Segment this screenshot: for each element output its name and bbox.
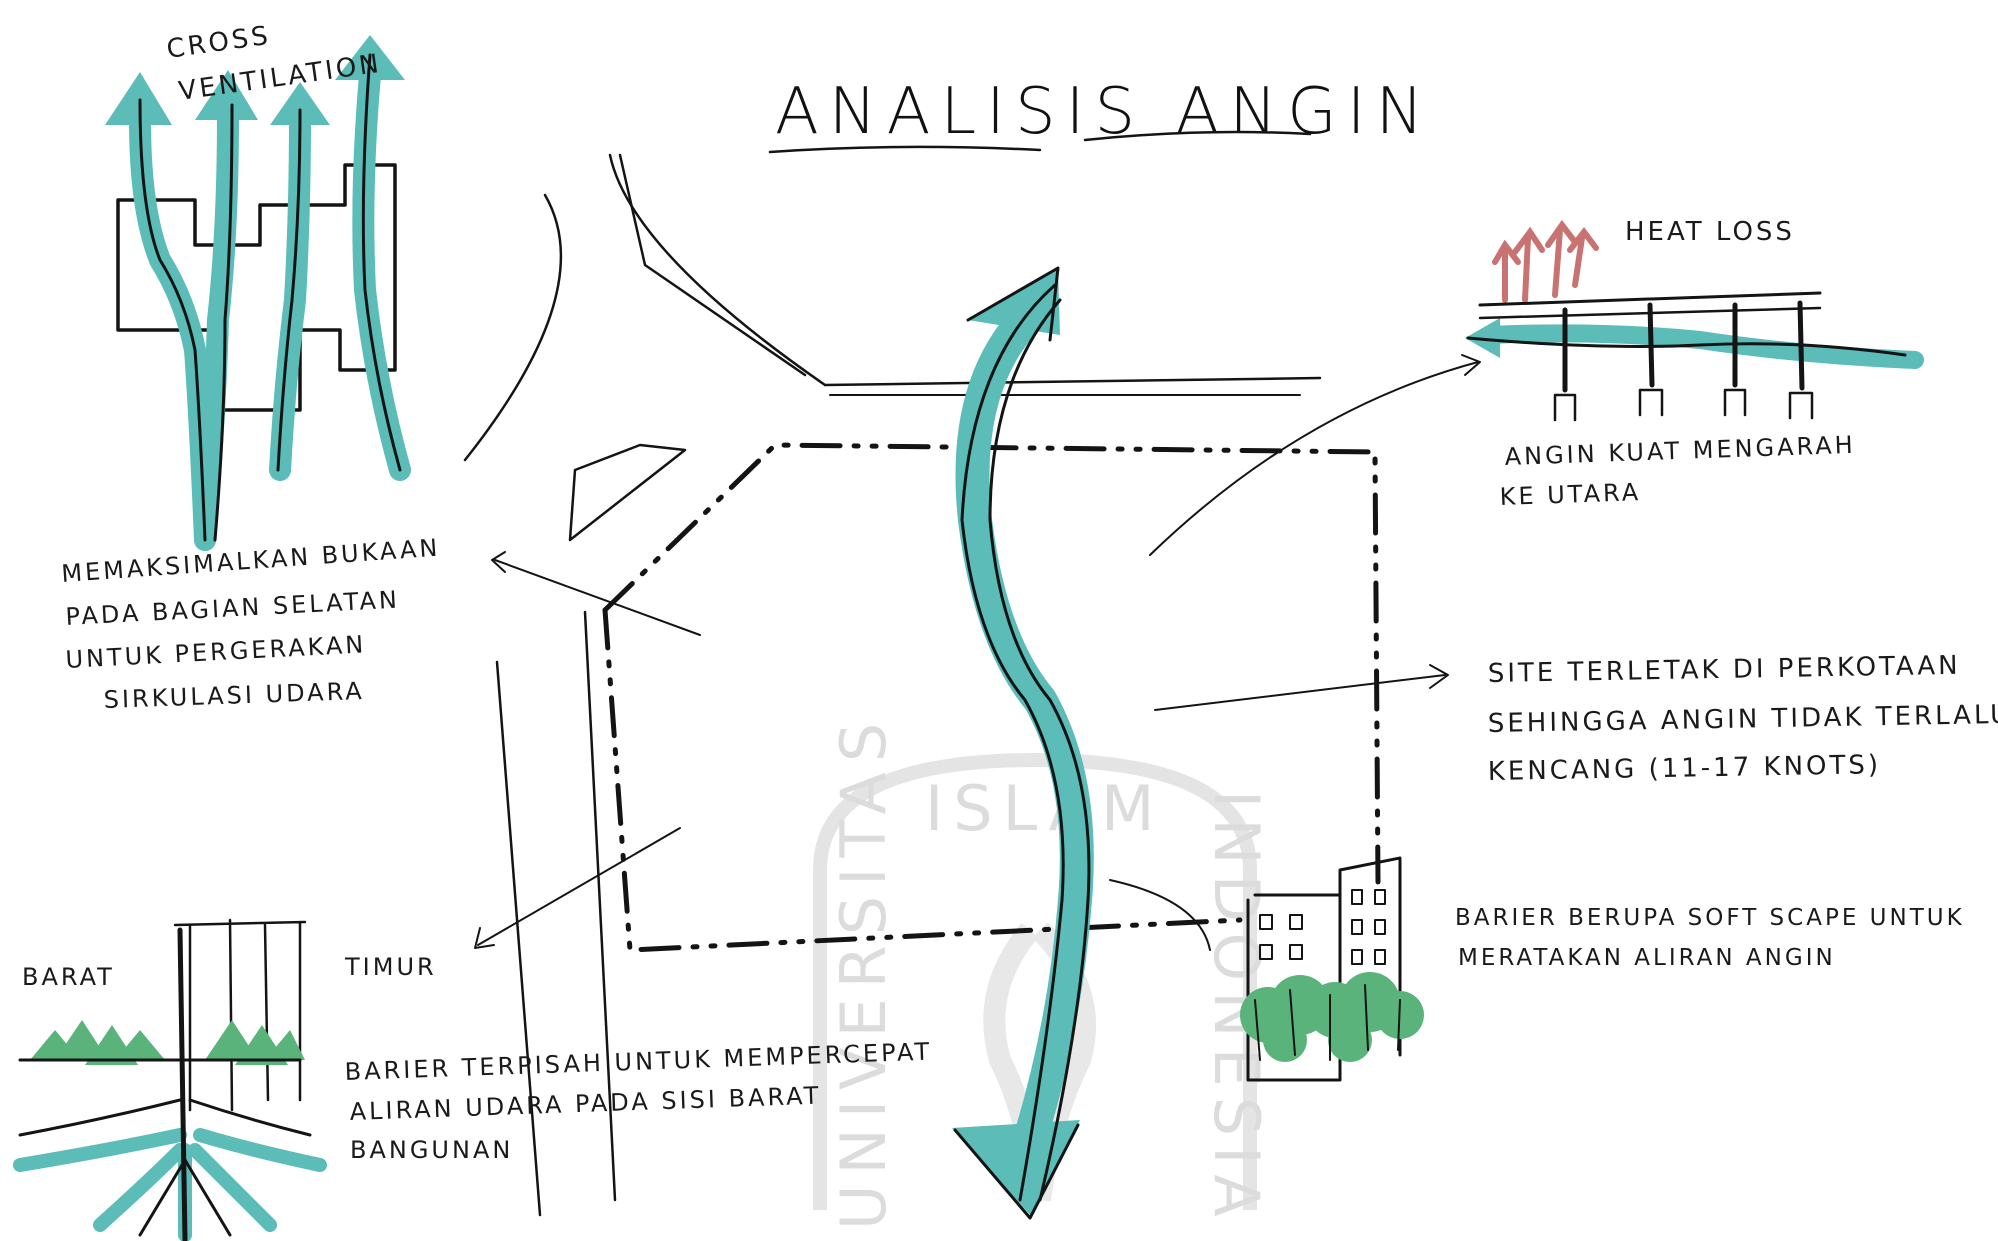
watermark-top-text: ISLAM: [925, 772, 1165, 845]
south-opening-note-2: PADA BAGIAN SELATAN: [65, 586, 401, 631]
site-note-1: SITE TERLETAK DI PERKOTAAN: [1488, 651, 1961, 689]
softscape-note-1: BARIER BERUPA SOFT SCAPE UNTUK: [1455, 905, 1965, 931]
heat-loss-label: HEAT LOSS: [1625, 217, 1795, 247]
softscape-note-2: MERATAKAN ALIRAN ANGIN: [1458, 945, 1836, 971]
north-wind-note-2: KE UTARA: [1499, 478, 1641, 511]
site-note-3: KENCANG (11-17 KNOTS): [1488, 750, 1882, 787]
watermark-left-text: UNIVERSITAS: [827, 713, 900, 1230]
split-barrier-note-3: BANGUNAN: [350, 1136, 513, 1164]
south-opening-note-4: SIRKULASI UDARA: [103, 677, 365, 714]
split-barrier-note-2: ALIRAN UDARA PADA SISI BARAT: [349, 1082, 822, 1126]
site-note-2: SEHINGGA ANGIN TIDAK TERLALU: [1488, 700, 1998, 739]
cross-ventilation-label-1: CROSS: [165, 21, 273, 65]
west-label: BARAT: [22, 963, 115, 991]
cross-ventilation-sketch: [105, 35, 405, 540]
heat-loss-sketch: [1465, 225, 1915, 420]
south-opening-note-3: UNTUK PERGERAKAN: [65, 630, 367, 674]
north-wind-note-1: ANGIN KUAT MENGARAH: [1504, 431, 1856, 471]
south-opening-note-1: MEMAKSIMALKAN BUKAAN: [60, 534, 441, 588]
east-label: TIMUR: [344, 953, 437, 981]
